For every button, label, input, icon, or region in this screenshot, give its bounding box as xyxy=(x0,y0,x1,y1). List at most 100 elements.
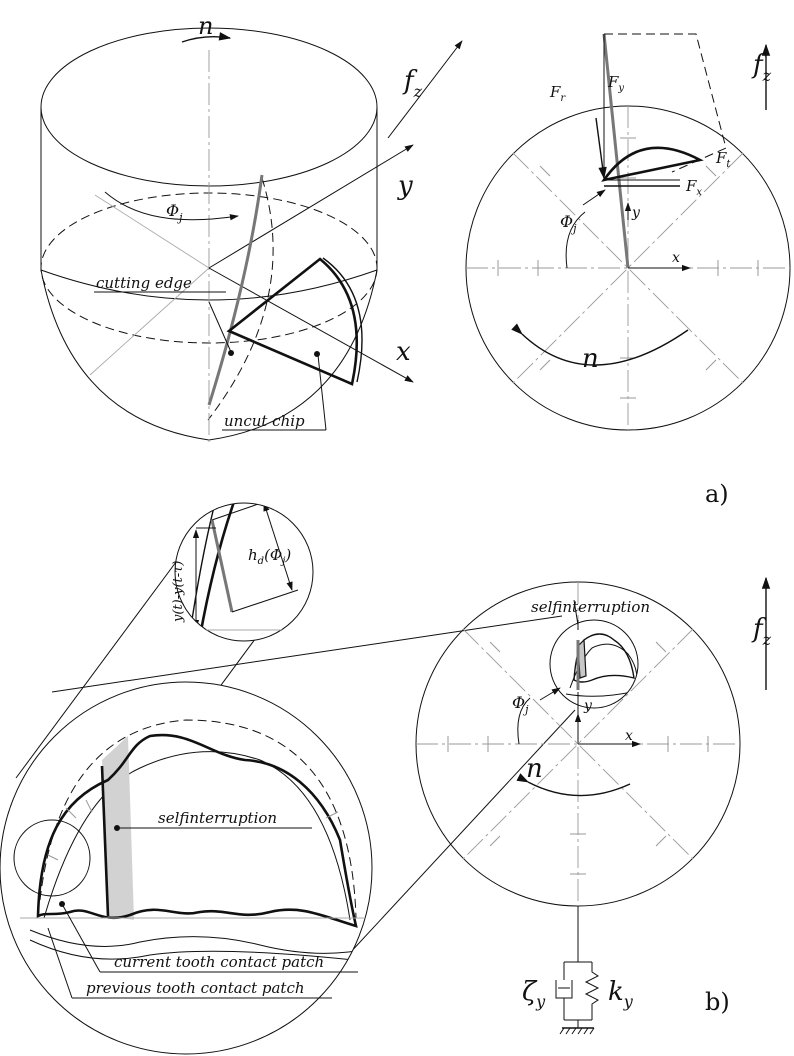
reference-line-a xyxy=(94,194,210,269)
mini-chip-circle xyxy=(549,619,639,709)
feed-label-sub: z xyxy=(413,82,423,101)
cutting-edge-line xyxy=(207,174,264,406)
uncut-chip-dot xyxy=(314,351,320,357)
y-label-b: y xyxy=(583,698,593,714)
big-selfinterruption-dot xyxy=(114,825,120,831)
zoom-circle: y(t)-y(t-τ) hd(Φj) xyxy=(171,502,314,642)
rear-edge-curve xyxy=(207,177,274,421)
fx-label-main: F xyxy=(685,177,697,195)
spindle-rotation-arrow xyxy=(181,32,232,43)
fy-label: Fy xyxy=(607,73,624,94)
damper-cylinder xyxy=(555,980,573,999)
big-current-patch xyxy=(36,733,358,928)
panel-label-b: b) xyxy=(705,988,730,1016)
x-axis-label: x xyxy=(396,337,411,367)
current-patch-label: current tooth contact patch xyxy=(114,953,324,971)
feed-label-fz: fz xyxy=(402,66,423,101)
cutting-edge-dot xyxy=(228,350,234,356)
right-circle-view: selfinterruption fz Φj y x n ζy ky b) xyxy=(415,576,772,1035)
tooth-cutting-edge-a xyxy=(602,33,630,269)
angle-label-a: Φj xyxy=(560,212,577,235)
feed-label-b-sub: z xyxy=(762,630,772,649)
stiffness-label-main: k xyxy=(608,977,624,1007)
feed-arrow-cylinder xyxy=(387,40,463,139)
ground-hatching xyxy=(559,1027,595,1035)
selfinterruption-label-b: selfinterruption xyxy=(531,598,650,616)
current-patch-dot xyxy=(59,901,65,907)
spindle-rotation-arrow-b xyxy=(516,773,631,797)
angle-phi-label: Φj xyxy=(166,201,183,224)
panel-label-a: a) xyxy=(705,480,729,508)
uncut-chip-inner-edge xyxy=(322,257,363,383)
cylinder-view: n fz y x Φj cutting edge uncut chip xyxy=(40,12,463,445)
angle-label-a-sub: j xyxy=(570,222,577,235)
uncut-chip-leader xyxy=(317,354,327,431)
cutting-edge-label: cutting edge xyxy=(96,274,192,292)
fx-label: Fx xyxy=(685,177,702,198)
damping-label-main: ζ xyxy=(522,977,538,1007)
feed-label-a-sub: z xyxy=(762,66,772,85)
angle-label-b-sub: j xyxy=(522,703,529,716)
ft-label-main: F xyxy=(715,149,727,167)
spindle-rotation-arrow-a xyxy=(511,323,689,366)
damping-label-sub: y xyxy=(535,992,546,1011)
zoom-hd-close: ) xyxy=(284,546,291,564)
zoom-hd-arg: (Φ xyxy=(264,546,282,564)
y-axis-arrow xyxy=(208,144,414,269)
fr-label-sub: r xyxy=(560,93,566,104)
x-axis-arrow xyxy=(208,267,414,383)
connector-big-bottom xyxy=(347,709,576,956)
cutting-edge-leader xyxy=(208,301,232,353)
damping-label: ζy xyxy=(522,977,546,1011)
zoom-hd-dimension xyxy=(263,503,293,591)
spindle-label-a: n xyxy=(582,344,599,374)
big-previous-tooth-curve xyxy=(43,751,351,921)
stiffness-label-sub: y xyxy=(623,992,634,1011)
ft-label: Ft xyxy=(715,149,731,170)
fr-label: Fr xyxy=(549,83,566,104)
previous-patch-leader xyxy=(47,927,73,999)
current-patch-leader xyxy=(61,903,101,973)
connector-zoom-left xyxy=(15,561,177,779)
crosshair-a xyxy=(466,106,790,430)
fr-label-main: F xyxy=(549,83,561,101)
x-label-b: x xyxy=(625,728,633,744)
y-axis-label: y xyxy=(397,171,413,201)
spindle-label-n: n xyxy=(198,12,213,40)
y-label-a: y xyxy=(631,205,641,221)
uncut-chip-outline xyxy=(226,257,359,386)
angle-arc-a xyxy=(565,211,586,269)
reference-line-b xyxy=(89,267,210,376)
force-parallelogram xyxy=(604,33,727,173)
chip-section-a xyxy=(601,146,704,182)
stiffness-label: ky xyxy=(608,977,634,1011)
fy-label-sub: y xyxy=(617,83,624,94)
angle-phi-main: Φ xyxy=(166,201,179,220)
angle-label-a-main: Φ xyxy=(560,212,573,231)
x-label-a: x xyxy=(672,250,680,266)
zoom-cutting-edge xyxy=(210,519,234,613)
spindle-label-b: n xyxy=(526,754,543,784)
angle-phi-sub: j xyxy=(176,211,183,224)
angle-label-b-main: Φ xyxy=(512,693,525,712)
angle-phi-arrow xyxy=(104,191,239,221)
zoom-hd-label: hd(Φj) xyxy=(248,546,291,567)
feed-label-b: fz xyxy=(751,614,772,649)
big-selfinterruption-label: selfinterruption xyxy=(158,809,277,827)
big-previous-patch-curve-2 xyxy=(29,939,372,963)
zoom-hd-main: h xyxy=(248,546,258,564)
zoom-hd-extension-2 xyxy=(231,589,299,613)
connector-big-top xyxy=(51,615,563,693)
zoom-hd-arg-sub: j xyxy=(280,556,285,567)
angle-arc-b xyxy=(517,697,531,745)
angle-label-b: Φj xyxy=(512,693,529,716)
fx-label-sub: x xyxy=(696,187,702,198)
selfinterruption-leader-b xyxy=(573,599,579,626)
fr-arrow xyxy=(595,117,607,180)
feed-label-a: fz xyxy=(751,50,772,85)
ft-label-sub: t xyxy=(726,159,731,170)
big-zoom-indicator-circle xyxy=(13,819,91,897)
big-previous-patch-curve xyxy=(29,929,372,954)
